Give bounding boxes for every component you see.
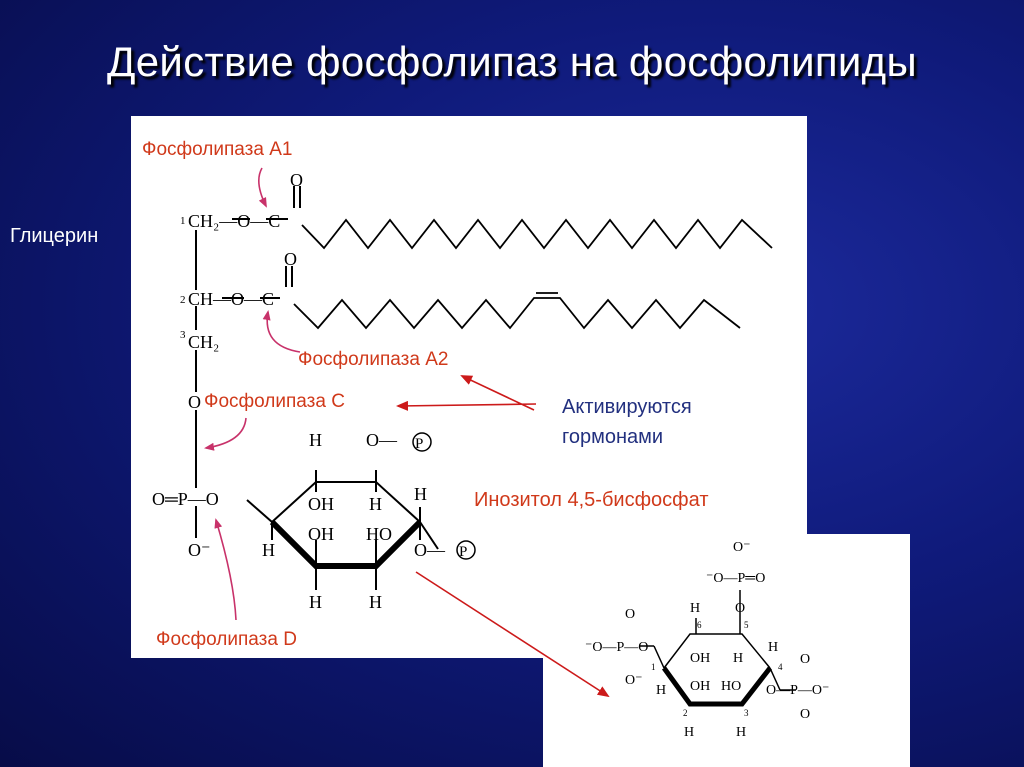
svg-text:O═P—O: O═P—O bbox=[152, 489, 219, 509]
svg-text:OH: OH bbox=[690, 651, 710, 666]
hormone-note-line-1: Активируются bbox=[562, 396, 692, 418]
hormone-note-line-2: гормонами bbox=[562, 426, 664, 448]
hormone-arrows bbox=[396, 375, 610, 698]
svg-text:H: H bbox=[656, 683, 666, 698]
svg-text:O: O bbox=[800, 652, 810, 667]
svg-text:P: P bbox=[459, 544, 467, 560]
inositol-ring-front bbox=[269, 519, 423, 569]
ester-bond-1 bbox=[232, 186, 301, 220]
svg-text:6: 6 bbox=[697, 620, 702, 630]
svg-text:CH—O—C: CH—O—C bbox=[188, 289, 274, 309]
svg-text:OH: OH bbox=[308, 524, 334, 544]
inositol-atom-labels: H O— P OH H H OH HO H O— P H H bbox=[262, 430, 476, 612]
svg-text:2: 2 bbox=[180, 294, 186, 306]
svg-text:⁻O—P═O: ⁻O—P═O bbox=[706, 571, 765, 586]
svg-text:O⁻: O⁻ bbox=[733, 540, 751, 555]
inset-ring bbox=[640, 590, 796, 691]
svg-text:1: 1 bbox=[651, 662, 656, 672]
glycerol-atom-labels: 1 CH₂—O—C O 2 CH—O—C O 3 CH₂ O O═P—O O⁻ bbox=[152, 170, 303, 560]
svg-text:O: O bbox=[188, 392, 201, 412]
svg-text:2: 2 bbox=[683, 708, 688, 718]
svg-text:H: H bbox=[309, 592, 322, 612]
glycerol-label: Глицерин bbox=[10, 225, 99, 247]
label-phospholipase-a1: Фосфолипаза А1 bbox=[142, 139, 293, 160]
ester-bond-2 bbox=[222, 266, 293, 299]
label-inositol-bisphosphate: Инозитол 4,5-бисфосфат bbox=[474, 489, 709, 511]
svg-text:1: 1 bbox=[180, 215, 186, 227]
label-phospholipase-d: Фосфолипаза D bbox=[156, 629, 297, 650]
slide-title: Действие фосфолипаз на фосфолипиды bbox=[107, 38, 917, 85]
svg-text:O⁻: O⁻ bbox=[625, 673, 643, 688]
svg-text:O—: O— bbox=[366, 430, 398, 450]
svg-text:O: O bbox=[800, 707, 810, 722]
svg-text:H: H bbox=[690, 601, 700, 616]
svg-text:P: P bbox=[415, 436, 423, 452]
svg-text:H: H bbox=[736, 725, 746, 740]
svg-text:O⁻: O⁻ bbox=[188, 540, 211, 560]
inositol-ring bbox=[246, 470, 439, 550]
svg-text:HO: HO bbox=[721, 679, 741, 694]
svg-text:OH: OH bbox=[690, 679, 710, 694]
svg-text:⁻O—P—O: ⁻O—P—O bbox=[585, 640, 648, 655]
svg-text:O—P—O⁻: O—P—O⁻ bbox=[766, 683, 829, 698]
svg-text:H: H bbox=[768, 640, 778, 655]
svg-text:4: 4 bbox=[778, 662, 783, 672]
svg-text:O: O bbox=[290, 170, 303, 190]
svg-text:OH: OH bbox=[308, 494, 334, 514]
fatty-acid-chain-1 bbox=[301, 218, 773, 250]
svg-text:O: O bbox=[625, 607, 635, 622]
svg-text:3: 3 bbox=[744, 708, 749, 718]
svg-text:H: H bbox=[369, 592, 382, 612]
svg-text:HO: HO bbox=[366, 524, 392, 544]
hormone-activation-note: Активируются гормонами bbox=[562, 392, 692, 452]
cleavage-arrows bbox=[204, 167, 301, 621]
svg-text:H: H bbox=[733, 651, 743, 666]
svg-text:H: H bbox=[684, 725, 694, 740]
fatty-acid-chain-2 bbox=[293, 292, 741, 330]
inset-atom-labels: O⁻ ⁻O—P═O O H 6 5 O ⁻O—P—O O⁻ 1 4 OH H H… bbox=[585, 540, 829, 740]
label-phospholipase-c: Фосфолипаза С bbox=[204, 391, 345, 412]
svg-text:H: H bbox=[262, 540, 275, 560]
svg-text:5: 5 bbox=[744, 620, 749, 630]
inositol-bisphosphate-inset bbox=[543, 534, 910, 767]
svg-text:H: H bbox=[369, 494, 382, 514]
svg-text:CH₂—O—C: CH₂—O—C bbox=[188, 211, 280, 231]
svg-text:O—: O— bbox=[414, 540, 446, 560]
svg-text:O: O bbox=[284, 249, 297, 269]
svg-text:CH₂: CH₂ bbox=[188, 332, 219, 352]
label-phospholipase-a2: Фосфолипаза А2 bbox=[298, 349, 449, 370]
svg-text:H: H bbox=[309, 430, 322, 450]
svg-text:O: O bbox=[735, 601, 745, 616]
svg-text:3: 3 bbox=[180, 329, 186, 341]
svg-text:H: H bbox=[414, 484, 427, 504]
